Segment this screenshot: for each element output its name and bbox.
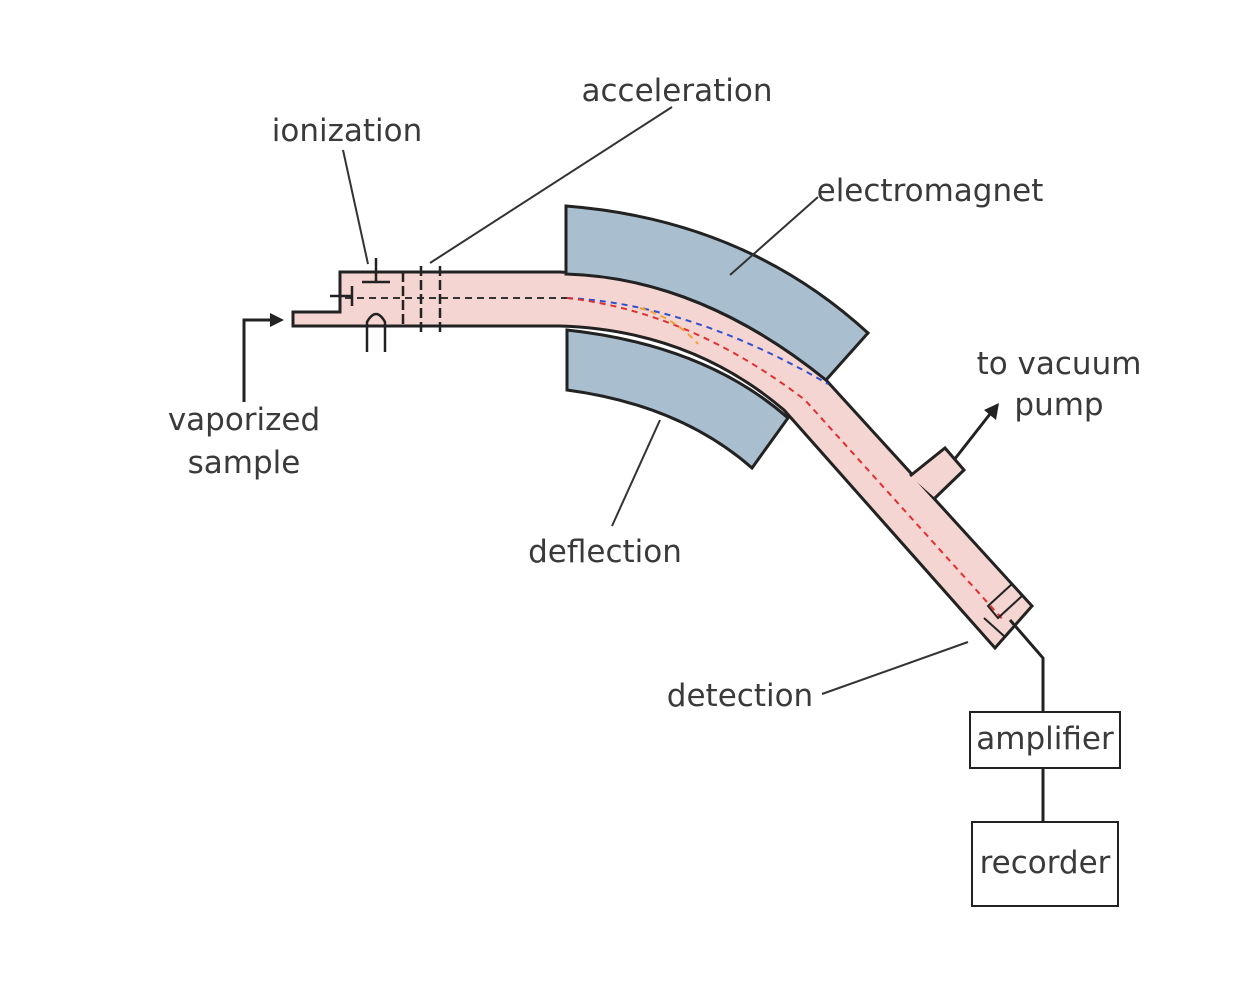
label-vacuum-pump-line2: pump: [1014, 387, 1103, 423]
flight-tube: [291, 270, 1035, 651]
label-vaporized-sample-line1: vaporized: [168, 402, 320, 438]
magnet-pole-upper: [564, 204, 871, 383]
amplifier-box: [969, 711, 1121, 769]
magnet-pole-lower: [565, 328, 791, 471]
ionization-electrodes: [330, 258, 390, 352]
recorder-box: [971, 821, 1119, 907]
detector: [983, 582, 1024, 637]
label-acceleration: acceleration: [582, 73, 773, 109]
label-recorder: recorder: [980, 845, 1111, 881]
ion-path-heavy: [639, 307, 699, 345]
detector-wire: [1008, 619, 1045, 712]
label-ionization: ionization: [272, 113, 423, 149]
leader-lines: [342, 106, 969, 695]
vacuum-arrow: [952, 403, 999, 461]
label-deflection: deflection: [528, 534, 682, 570]
ion-path-detected: [566, 297, 1006, 623]
label-amplifier: amplifier: [976, 721, 1114, 757]
label-vacuum-pump-line1: to vacuum: [977, 346, 1142, 382]
label-vaporized-sample-line2: sample: [188, 445, 301, 481]
label-electromagnet: electromagnet: [817, 173, 1044, 209]
acceleration-plates: [401, 266, 442, 332]
sample-inlet-arrow: [242, 313, 284, 402]
label-detection: detection: [667, 678, 813, 714]
